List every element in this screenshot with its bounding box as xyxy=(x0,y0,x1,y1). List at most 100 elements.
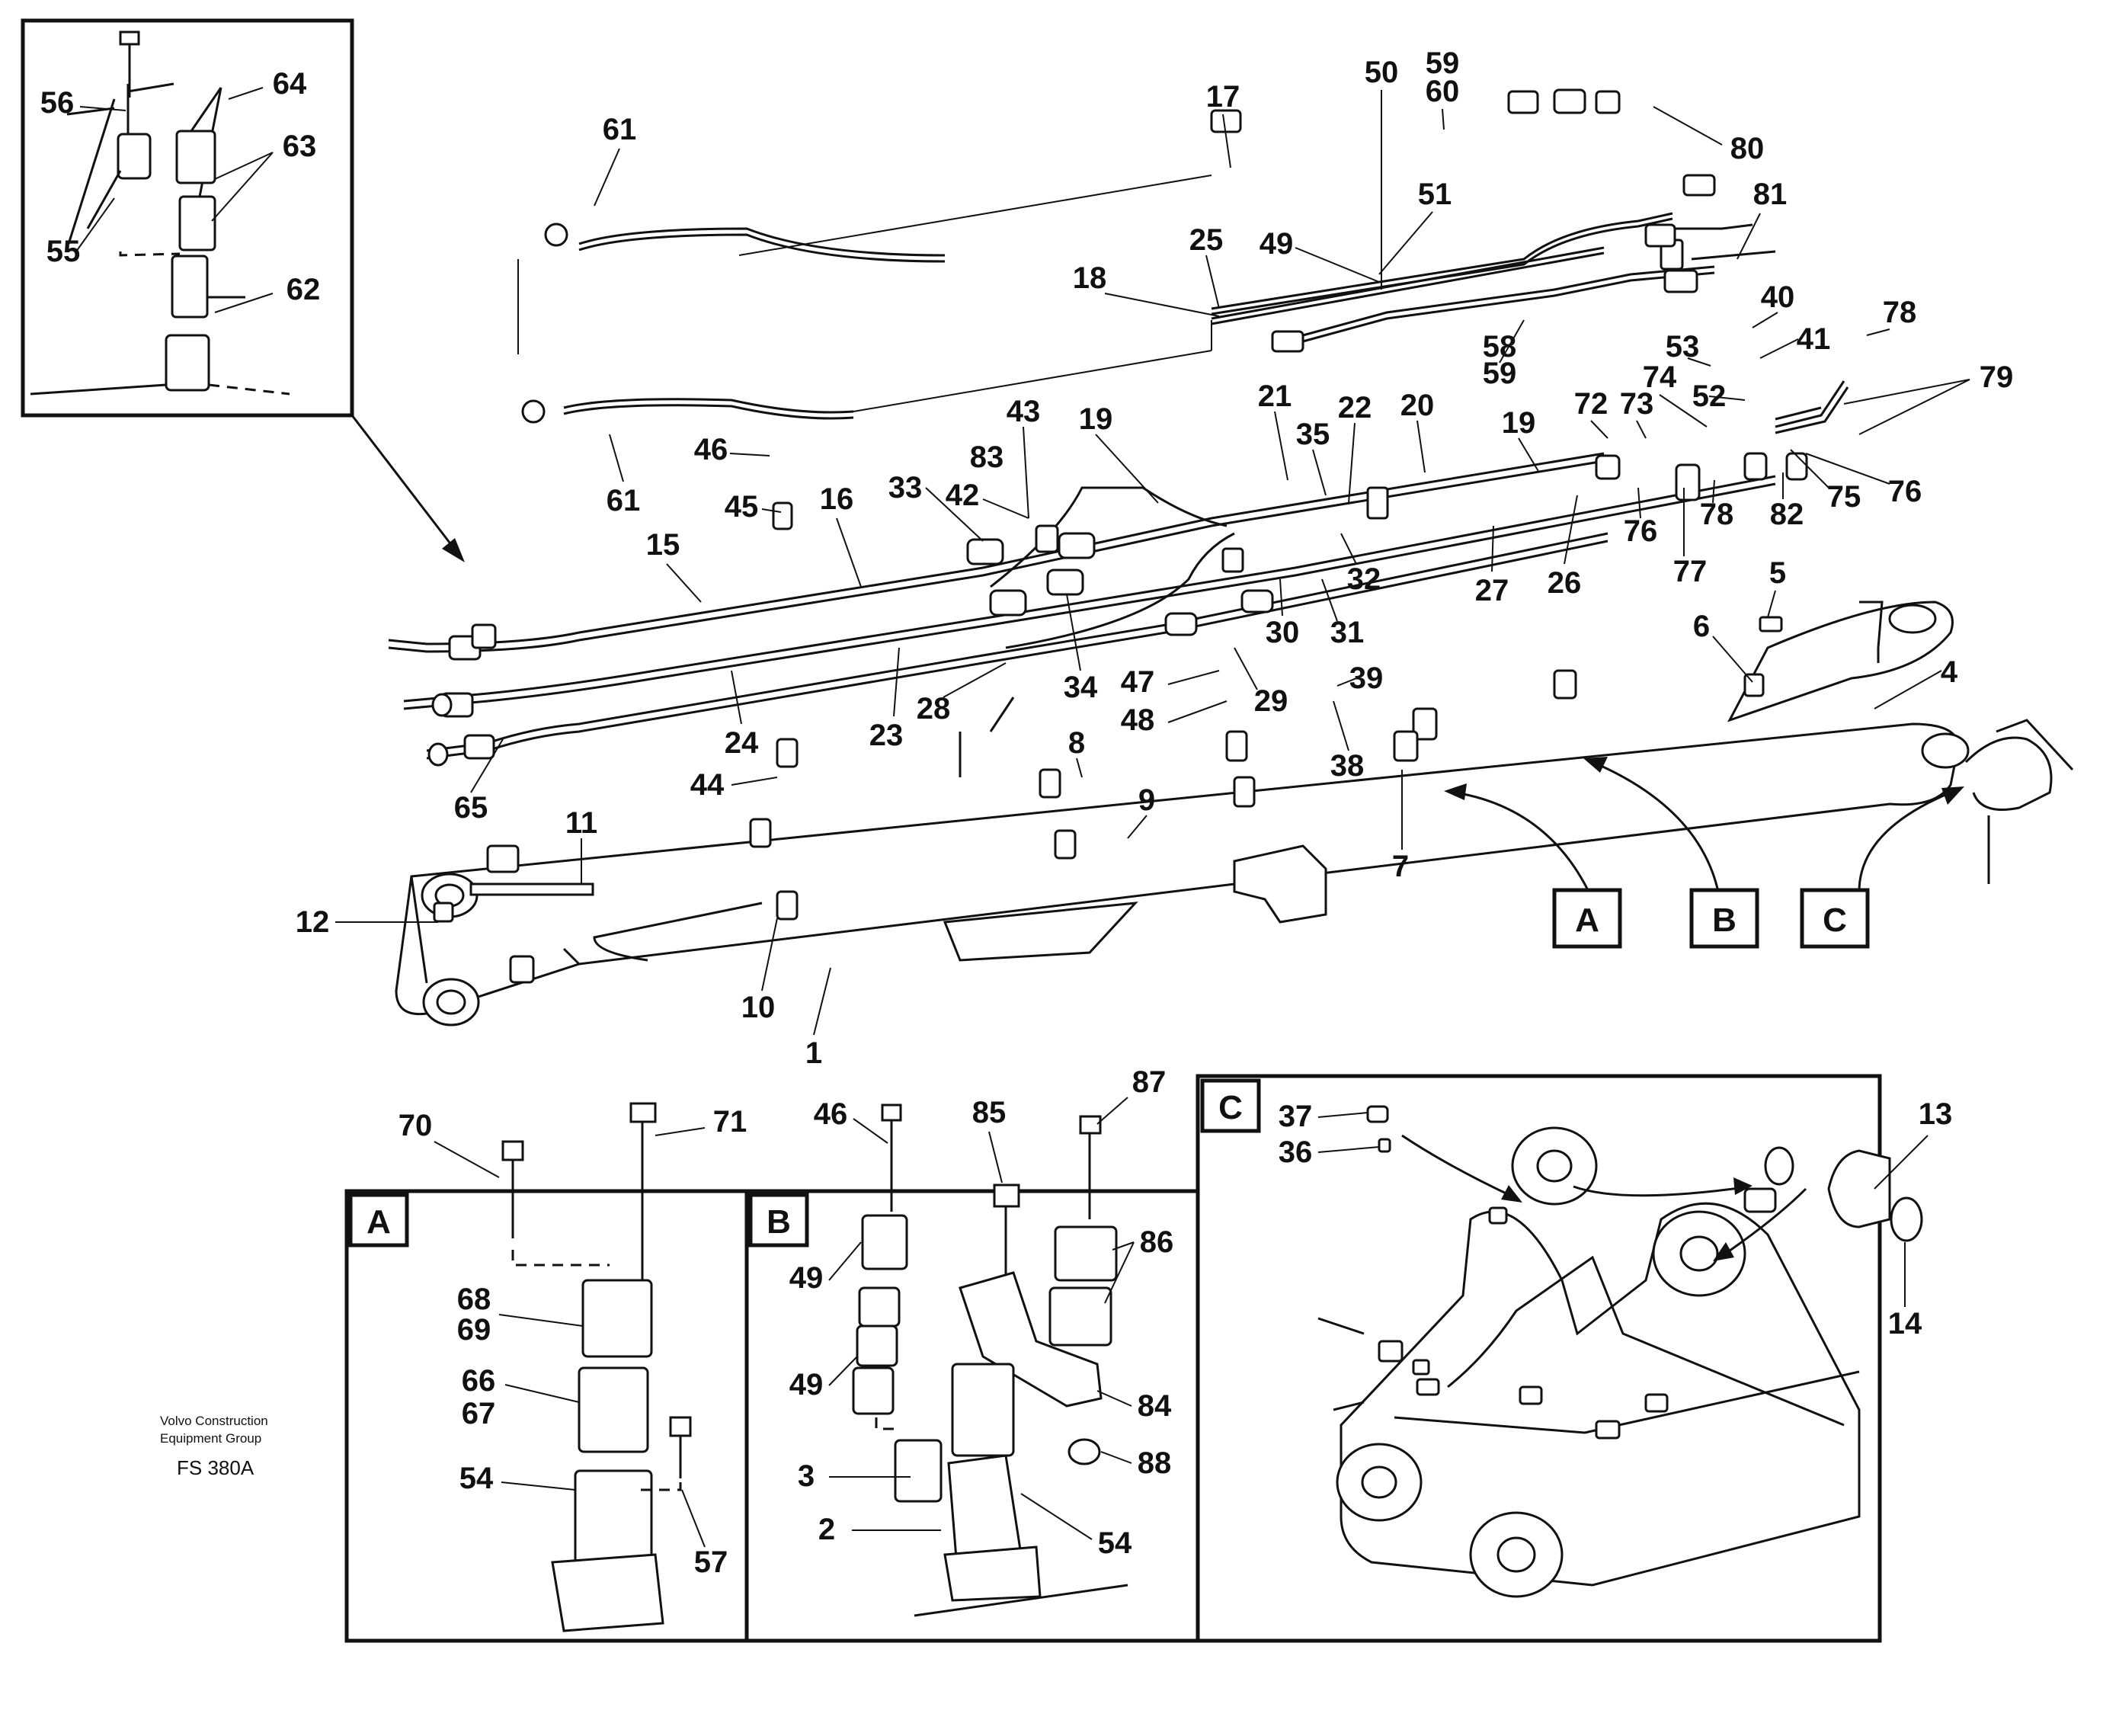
callout-61a: 61 xyxy=(603,113,637,146)
detail-b-label: B xyxy=(767,1203,791,1241)
callout-38: 38 xyxy=(1330,749,1365,783)
callout-82: 82 xyxy=(1770,498,1804,531)
detail-c: C xyxy=(1196,1074,1923,1643)
detail-ref-b: B xyxy=(1712,902,1736,939)
callout-25: 25 xyxy=(1189,223,1224,257)
callout-35: 35 xyxy=(1296,418,1330,451)
callout-24: 24 xyxy=(725,726,759,760)
callout-23: 23 xyxy=(869,719,904,752)
callout-20: 20 xyxy=(1400,389,1435,422)
callout-69: 69 xyxy=(457,1313,491,1347)
callout-46b: 46 xyxy=(814,1097,848,1131)
callout-88: 88 xyxy=(1138,1446,1172,1480)
callout-86: 86 xyxy=(1140,1225,1174,1259)
callout-64: 64 xyxy=(273,67,307,101)
callout-10: 10 xyxy=(741,991,776,1024)
callout-73: 73 xyxy=(1620,387,1654,421)
callout-81: 81 xyxy=(1753,178,1788,211)
publisher-line-1: Volvo Construction xyxy=(160,1414,268,1428)
callout-3: 3 xyxy=(798,1459,815,1493)
callout-67: 67 xyxy=(462,1397,496,1430)
callout-84: 84 xyxy=(1138,1389,1172,1423)
callout-15: 15 xyxy=(646,528,680,562)
callout-62: 62 xyxy=(286,273,321,306)
callout-66: 66 xyxy=(462,1364,496,1398)
callout-26: 26 xyxy=(1548,566,1582,600)
callout-70: 70 xyxy=(399,1109,433,1142)
callout-21: 21 xyxy=(1258,380,1292,413)
callout-63: 63 xyxy=(283,130,317,163)
callout-8: 8 xyxy=(1068,726,1085,760)
callout-74: 74 xyxy=(1643,360,1677,394)
callout-2: 2 xyxy=(818,1513,835,1546)
callout-77: 77 xyxy=(1673,555,1708,588)
callout-72: 72 xyxy=(1574,387,1608,421)
callout-31: 31 xyxy=(1330,616,1365,649)
detail-pointer-arrows xyxy=(1444,757,1964,892)
detail-a-label: A xyxy=(367,1203,391,1241)
callout-14: 14 xyxy=(1888,1307,1922,1340)
callout-59a: 59 xyxy=(1426,46,1460,80)
callout-27: 27 xyxy=(1475,574,1509,607)
callout-75: 75 xyxy=(1827,480,1861,514)
callout-47: 47 xyxy=(1121,665,1155,699)
callout-28: 28 xyxy=(917,692,951,725)
callout-13: 13 xyxy=(1919,1097,1953,1131)
callout-6: 6 xyxy=(1693,610,1710,643)
callout-79: 79 xyxy=(1980,360,2014,394)
callout-1: 1 xyxy=(805,1036,822,1070)
callout-43: 43 xyxy=(1007,395,1041,428)
callout-30: 30 xyxy=(1266,616,1300,649)
fittings-and-clamps xyxy=(427,88,1808,984)
callout-37: 37 xyxy=(1279,1100,1313,1133)
callout-16: 16 xyxy=(820,482,854,516)
callout-49b: 49 xyxy=(789,1261,824,1295)
callout-41: 41 xyxy=(1797,322,1831,356)
callout-68: 68 xyxy=(457,1283,491,1316)
callout-29: 29 xyxy=(1254,684,1288,718)
callout-78a: 78 xyxy=(1883,296,1917,329)
detail-c-label: C xyxy=(1218,1089,1243,1126)
callout-51: 51 xyxy=(1418,178,1452,211)
callout-18: 18 xyxy=(1073,261,1107,295)
callout-83: 83 xyxy=(970,440,1004,474)
callout-19a: 19 xyxy=(1079,402,1113,436)
detail-a: A xyxy=(344,1102,749,1643)
callout-17: 17 xyxy=(1206,80,1240,114)
detail-reference-boxes: A B C xyxy=(1552,888,1870,949)
callout-7: 7 xyxy=(1392,850,1409,883)
callout-78b: 78 xyxy=(1700,498,1734,531)
publisher-line-2: Equipment Group xyxy=(160,1431,261,1446)
callout-55: 55 xyxy=(46,235,81,268)
leader-lines xyxy=(75,87,1970,1548)
callout-42: 42 xyxy=(946,479,980,512)
boom-arm xyxy=(395,601,1970,1027)
callout-4: 4 xyxy=(1941,655,1958,689)
callout-36: 36 xyxy=(1279,1135,1313,1169)
callout-61b: 61 xyxy=(607,484,641,517)
callout-44: 44 xyxy=(690,768,725,802)
callout-50: 50 xyxy=(1365,56,1399,89)
callout-53: 53 xyxy=(1666,330,1700,364)
callout-12: 12 xyxy=(296,905,330,939)
callout-65: 65 xyxy=(454,791,488,825)
callout-80: 80 xyxy=(1730,132,1765,165)
callout-5: 5 xyxy=(1769,556,1786,590)
callout-22: 22 xyxy=(1338,391,1372,424)
callout-33: 33 xyxy=(888,471,923,504)
callout-60: 60 xyxy=(1426,75,1460,108)
callout-34: 34 xyxy=(1064,671,1098,704)
figure-code: FS 380A xyxy=(177,1456,254,1479)
callout-76a: 76 xyxy=(1888,475,1922,508)
callout-49c: 49 xyxy=(789,1368,824,1401)
inset-pointer-arrow xyxy=(350,415,465,562)
callout-46a: 46 xyxy=(694,433,728,466)
callout-40: 40 xyxy=(1761,280,1795,314)
callout-11: 11 xyxy=(565,806,597,840)
clamp-detail-inset xyxy=(21,18,354,418)
callout-9: 9 xyxy=(1138,783,1155,817)
callout-19b: 19 xyxy=(1502,406,1536,440)
callout-45: 45 xyxy=(725,490,759,524)
bucket-fragment xyxy=(1964,719,2074,884)
